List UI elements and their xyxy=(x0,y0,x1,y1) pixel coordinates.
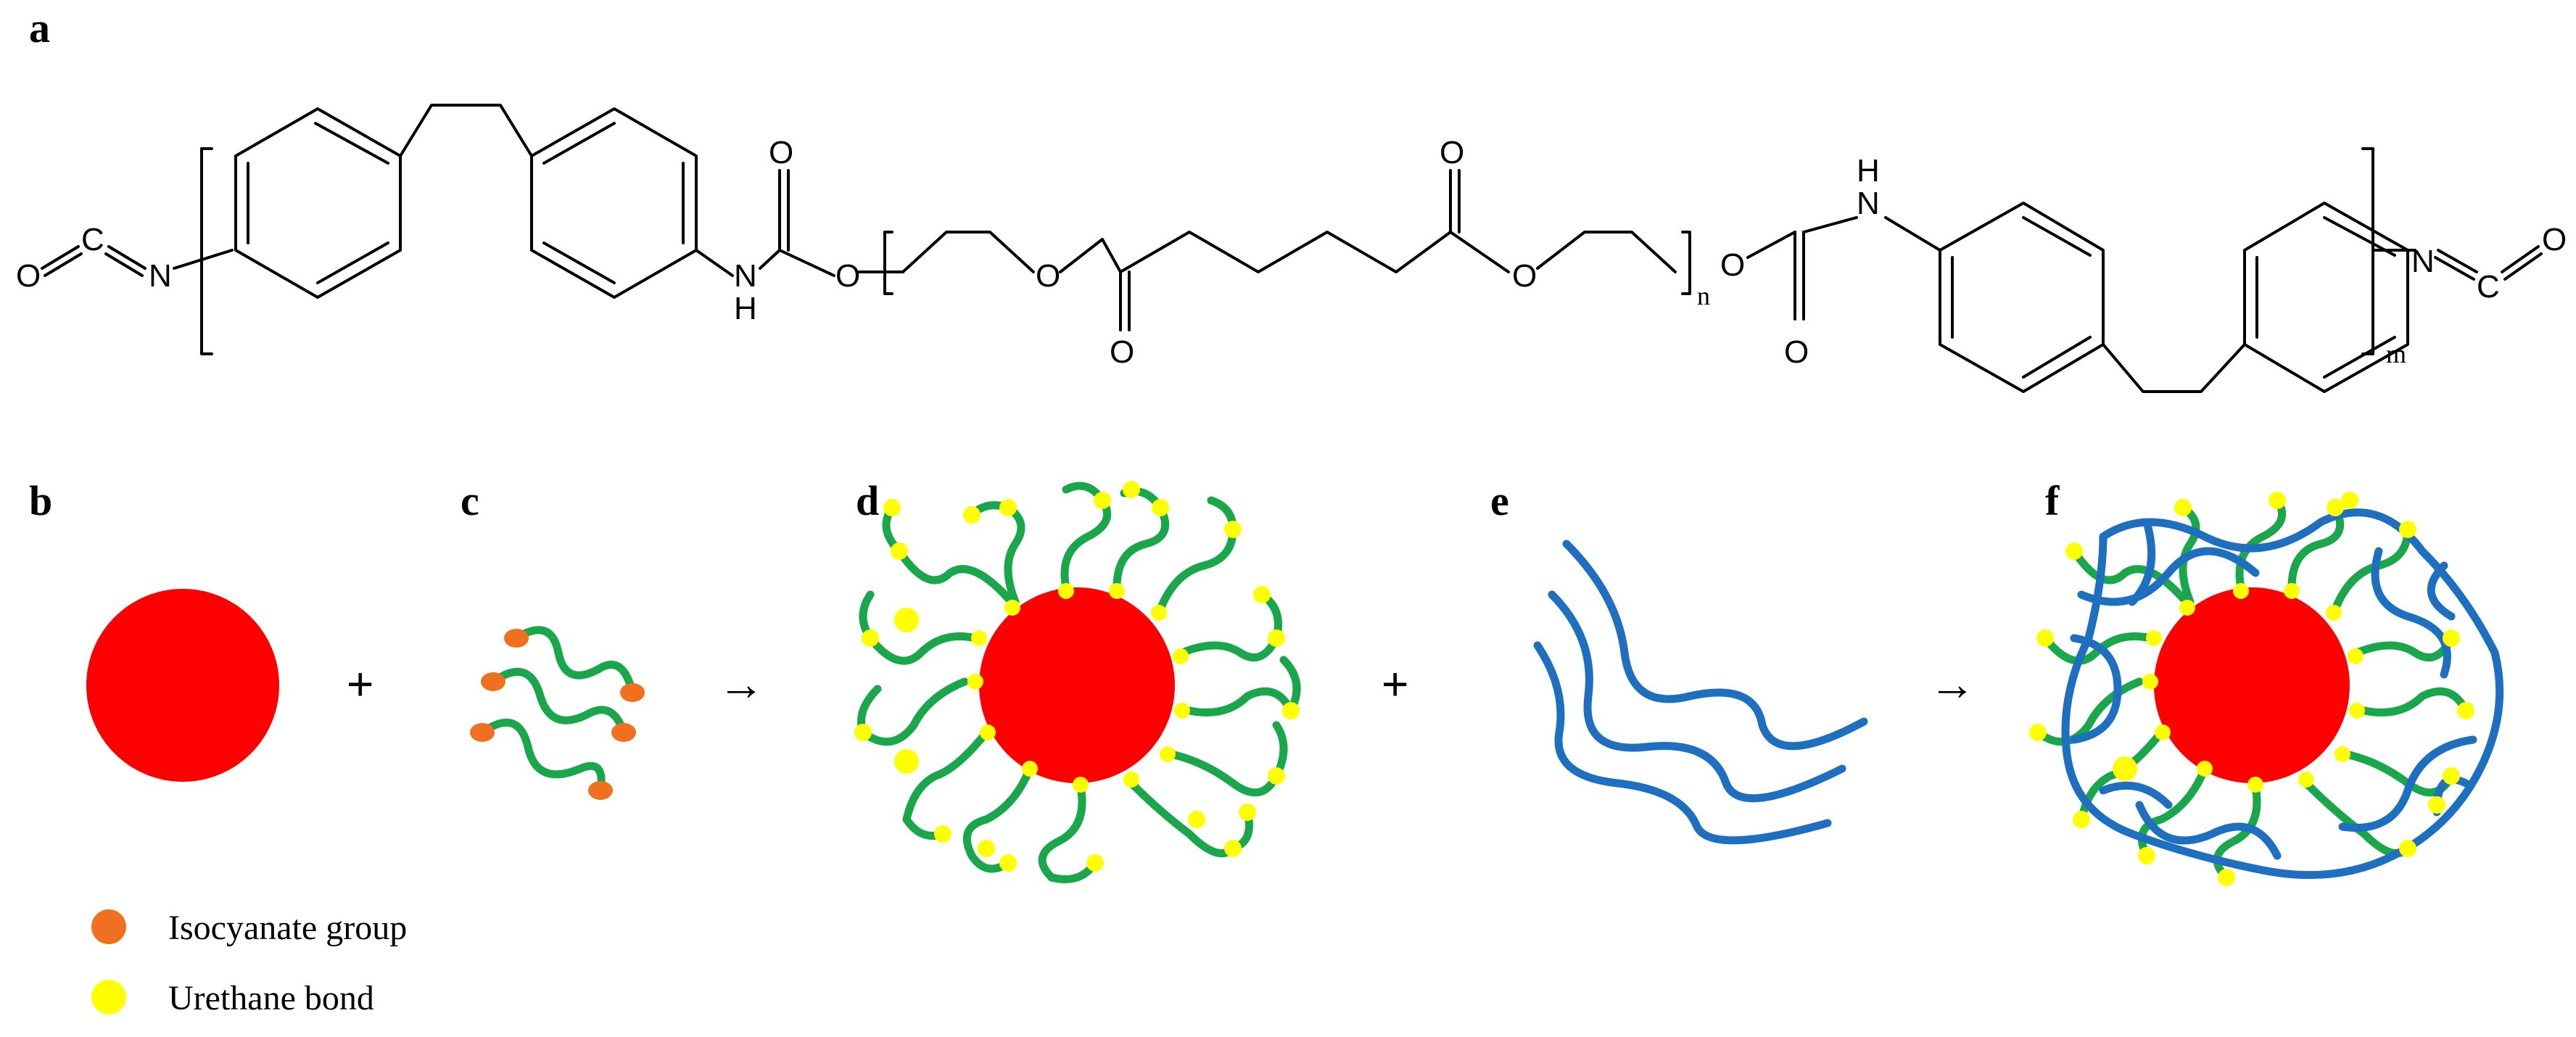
atom-H-1: H xyxy=(734,291,757,326)
plus-sign-2: + xyxy=(1382,658,1408,710)
atom-O-carbonyl-1: O xyxy=(769,135,793,170)
isocyanate-dot xyxy=(504,629,529,648)
atom-O-carbonyl-2: O xyxy=(1110,334,1134,370)
bracket-right xyxy=(2361,147,2374,355)
legend-isocyanate-marker xyxy=(91,909,126,944)
panel-label-a: a xyxy=(29,4,50,51)
atom-O-ester-4: O xyxy=(1720,247,1745,283)
panel-label-e: e xyxy=(1490,477,1509,524)
core-particle xyxy=(86,589,279,782)
atom-O-ester-3: O xyxy=(1512,258,1537,294)
prepolymer-chains xyxy=(470,626,645,800)
subscript-m: m xyxy=(2386,339,2406,368)
panel-label-d: d xyxy=(856,477,879,524)
polyol-chains xyxy=(1533,540,1868,845)
arrow-2: → xyxy=(1929,658,1976,710)
atom-C-right: C xyxy=(2477,269,2500,305)
chemical-structure: O C N N H O O O O O O xyxy=(16,104,2567,393)
atom-O-left: O xyxy=(16,258,41,294)
bracket-left xyxy=(200,147,213,355)
subscript-n: n xyxy=(1697,281,1710,310)
legend-isocyanate-label: Isocyanate group xyxy=(168,909,407,947)
legend-urethane-marker xyxy=(91,980,126,1015)
panel-label-f: f xyxy=(2045,477,2060,524)
legend: Isocyanate group Urethane bond xyxy=(91,909,407,1017)
legend-urethane-label: Urethane bond xyxy=(168,979,374,1017)
atom-O-ester-1: O xyxy=(835,258,860,294)
grafted-core-d xyxy=(854,481,1301,883)
isocyanate-dot xyxy=(588,781,613,800)
core-particle xyxy=(2154,587,2350,783)
atom-N-1: N xyxy=(734,258,757,294)
panel-label-c: c xyxy=(461,477,479,524)
atom-N-right: N xyxy=(2411,244,2435,279)
atom-C-left: C xyxy=(81,222,104,257)
atom-O-carbonyl-3: O xyxy=(1440,135,1464,170)
atom-O-right: O xyxy=(2542,222,2567,257)
atom-O-carbonyl-4: O xyxy=(1784,334,1809,370)
atom-N-2: N xyxy=(1857,186,1880,221)
panel-label-b: b xyxy=(29,477,52,524)
atom-O-ester-2: O xyxy=(1036,258,1060,294)
isocyanate-dot xyxy=(620,683,645,702)
isocyanate-dot xyxy=(481,672,505,691)
plus-sign-1: + xyxy=(347,658,373,710)
atom-H-2: H xyxy=(1857,153,1880,189)
arrow-1: → xyxy=(718,658,764,710)
isocyanate-dot xyxy=(611,723,636,742)
atom-N-left: N xyxy=(149,258,172,294)
crosslinked-network-f xyxy=(2029,492,2504,886)
isocyanate-dot xyxy=(470,723,495,742)
core-particle xyxy=(979,587,1175,783)
